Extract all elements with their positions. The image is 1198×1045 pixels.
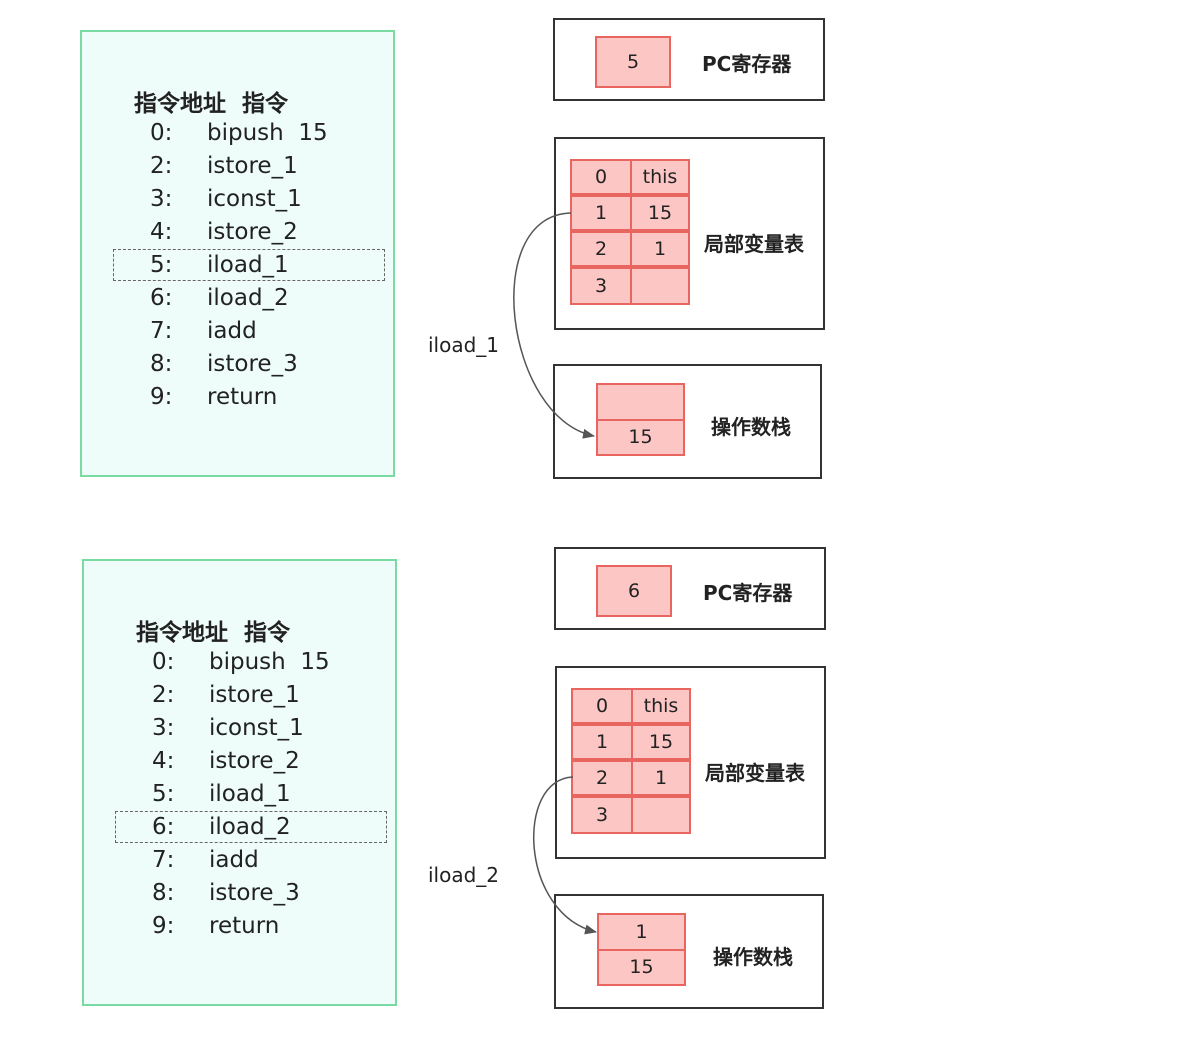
instruction-opcode: iload_2 bbox=[207, 285, 289, 311]
instruction-opcode: iload_2 bbox=[209, 814, 291, 840]
instruction-address: 3: bbox=[150, 186, 173, 212]
operand-stack-label: 操作数栈 bbox=[713, 945, 793, 969]
instruction-opcode: istore_2 bbox=[207, 219, 298, 245]
instruction-row: 4: istore_2 bbox=[2, 745, 317, 778]
operand-stack-slot: 15 bbox=[596, 419, 685, 456]
bytecode-header: 指令地址 指令 bbox=[134, 91, 289, 117]
pc-register-frame: 6 PC寄存器 bbox=[554, 547, 826, 630]
local-variable-table-label: 局部变量表 bbox=[704, 232, 804, 256]
operand-stack-frame: 15 操作数栈 bbox=[553, 364, 822, 479]
instruction-address: 4: bbox=[152, 748, 175, 774]
bytecode-header: 指令地址 指令 bbox=[136, 620, 291, 646]
pc-register-label: PC寄存器 bbox=[703, 581, 793, 605]
instruction-row: 8: istore_3 bbox=[2, 877, 317, 910]
current-instruction-highlight bbox=[115, 811, 387, 843]
transfer-arrow bbox=[513, 212, 595, 439]
current-instruction-highlight bbox=[113, 249, 385, 281]
local-slot-value: 1 bbox=[631, 760, 691, 796]
instruction-row: 7: iadd bbox=[2, 844, 317, 877]
instruction-address: 8: bbox=[150, 351, 173, 377]
pc-register-frame: 5 PC寄存器 bbox=[553, 18, 825, 101]
bytecode-listing bbox=[82, 559, 397, 1006]
instruction-address: 0: bbox=[150, 120, 173, 146]
instruction-address: 7: bbox=[152, 847, 175, 873]
instruction-opcode: return bbox=[207, 384, 278, 410]
pc-register-value: 5 bbox=[595, 36, 671, 88]
instruction-opcode: iload_1 bbox=[207, 252, 289, 278]
instruction-address: 4: bbox=[150, 219, 173, 245]
instruction-opcode: iadd bbox=[209, 847, 259, 873]
instruction-address: 7: bbox=[150, 318, 173, 344]
instruction-address: 0: bbox=[152, 649, 175, 675]
local-slot-value: this bbox=[630, 159, 690, 195]
arrow-label: iload_2 bbox=[428, 863, 500, 887]
instruction-row: 7: iadd bbox=[0, 315, 315, 348]
instruction-opcode: iconst_1 bbox=[207, 186, 302, 212]
instruction-row: 3: iconst_1 bbox=[2, 712, 317, 745]
instruction-opcode: istore_2 bbox=[209, 748, 300, 774]
instruction-opcode: iadd bbox=[207, 318, 257, 344]
instruction-row: 0: bipush 15 bbox=[0, 117, 328, 150]
instruction-opcode: istore_1 bbox=[209, 682, 300, 708]
current-instruction-row: 6: iload_2 bbox=[2, 811, 387, 844]
instruction-opcode: bipush 15 bbox=[207, 120, 328, 146]
jvm-state-panel-2: 指令地址 指令 0: bipush 15 2: istore_1 3: iconst_1 4… bbox=[0, 529, 1198, 1045]
local-slot-index: 2 bbox=[570, 231, 632, 267]
instruction-row: 8: istore_3 bbox=[0, 348, 315, 381]
local-slot-value: 15 bbox=[631, 724, 691, 760]
instruction-address: 8: bbox=[152, 880, 175, 906]
instruction-address: 9: bbox=[150, 384, 173, 410]
arrow-label: iload_1 bbox=[428, 333, 500, 357]
instruction-row: 4: istore_2 bbox=[0, 216, 315, 249]
instruction-opcode: iload_1 bbox=[209, 781, 291, 807]
instruction-address: 9: bbox=[152, 913, 175, 939]
instruction-address: 2: bbox=[152, 682, 175, 708]
instruction-address: 6: bbox=[152, 814, 175, 840]
instruction-address: 6: bbox=[150, 285, 173, 311]
operand-stack-slot: 15 bbox=[597, 949, 686, 986]
instruction-opcode: return bbox=[209, 913, 280, 939]
instruction-row: 5: iload_1 bbox=[2, 778, 317, 811]
instruction-address: 5: bbox=[150, 252, 173, 278]
instruction-address: 3: bbox=[152, 715, 175, 741]
local-slot-index: 3 bbox=[571, 796, 633, 834]
instruction-row: 0: bipush 15 bbox=[2, 646, 330, 679]
local-slot-value bbox=[630, 267, 690, 305]
instruction-row: 2: istore_1 bbox=[0, 150, 315, 183]
instruction-opcode: istore_3 bbox=[207, 351, 298, 377]
pc-register-value: 6 bbox=[596, 565, 672, 617]
instruction-row: 3: iconst_1 bbox=[0, 183, 315, 216]
instruction-row: 9: return bbox=[0, 381, 315, 414]
local-slot-index: 2 bbox=[571, 760, 633, 796]
local-slot-index: 0 bbox=[571, 688, 633, 724]
transfer-arrow bbox=[533, 776, 597, 935]
current-instruction-row: 5: iload_1 bbox=[0, 249, 385, 282]
bytecode-listing bbox=[80, 30, 395, 477]
local-slot-value bbox=[631, 796, 691, 834]
operand-stack-slot: 1 bbox=[597, 913, 686, 951]
instruction-opcode: iconst_1 bbox=[209, 715, 304, 741]
local-variable-table-label: 局部变量表 bbox=[705, 761, 805, 785]
instruction-row: 9: return bbox=[2, 910, 317, 943]
instruction-opcode: istore_3 bbox=[209, 880, 300, 906]
instruction-row: 6: iload_2 bbox=[0, 282, 315, 315]
pc-register-label: PC寄存器 bbox=[702, 52, 792, 76]
instruction-opcode: bipush 15 bbox=[209, 649, 330, 675]
local-slot-value: 15 bbox=[630, 195, 690, 231]
local-slot-index: 3 bbox=[570, 267, 632, 305]
jvm-state-panel-1: 指令地址 指令 0: bipush 15 2: istore_1 3: iconst_1 4… bbox=[0, 0, 1198, 516]
instruction-address: 2: bbox=[150, 153, 173, 179]
instruction-row: 2: istore_1 bbox=[2, 679, 317, 712]
local-slot-value: 1 bbox=[630, 231, 690, 267]
instruction-address: 5: bbox=[152, 781, 175, 807]
instruction-opcode: istore_1 bbox=[207, 153, 298, 179]
operand-stack-label: 操作数栈 bbox=[711, 415, 791, 439]
local-slot-value: this bbox=[631, 688, 691, 724]
